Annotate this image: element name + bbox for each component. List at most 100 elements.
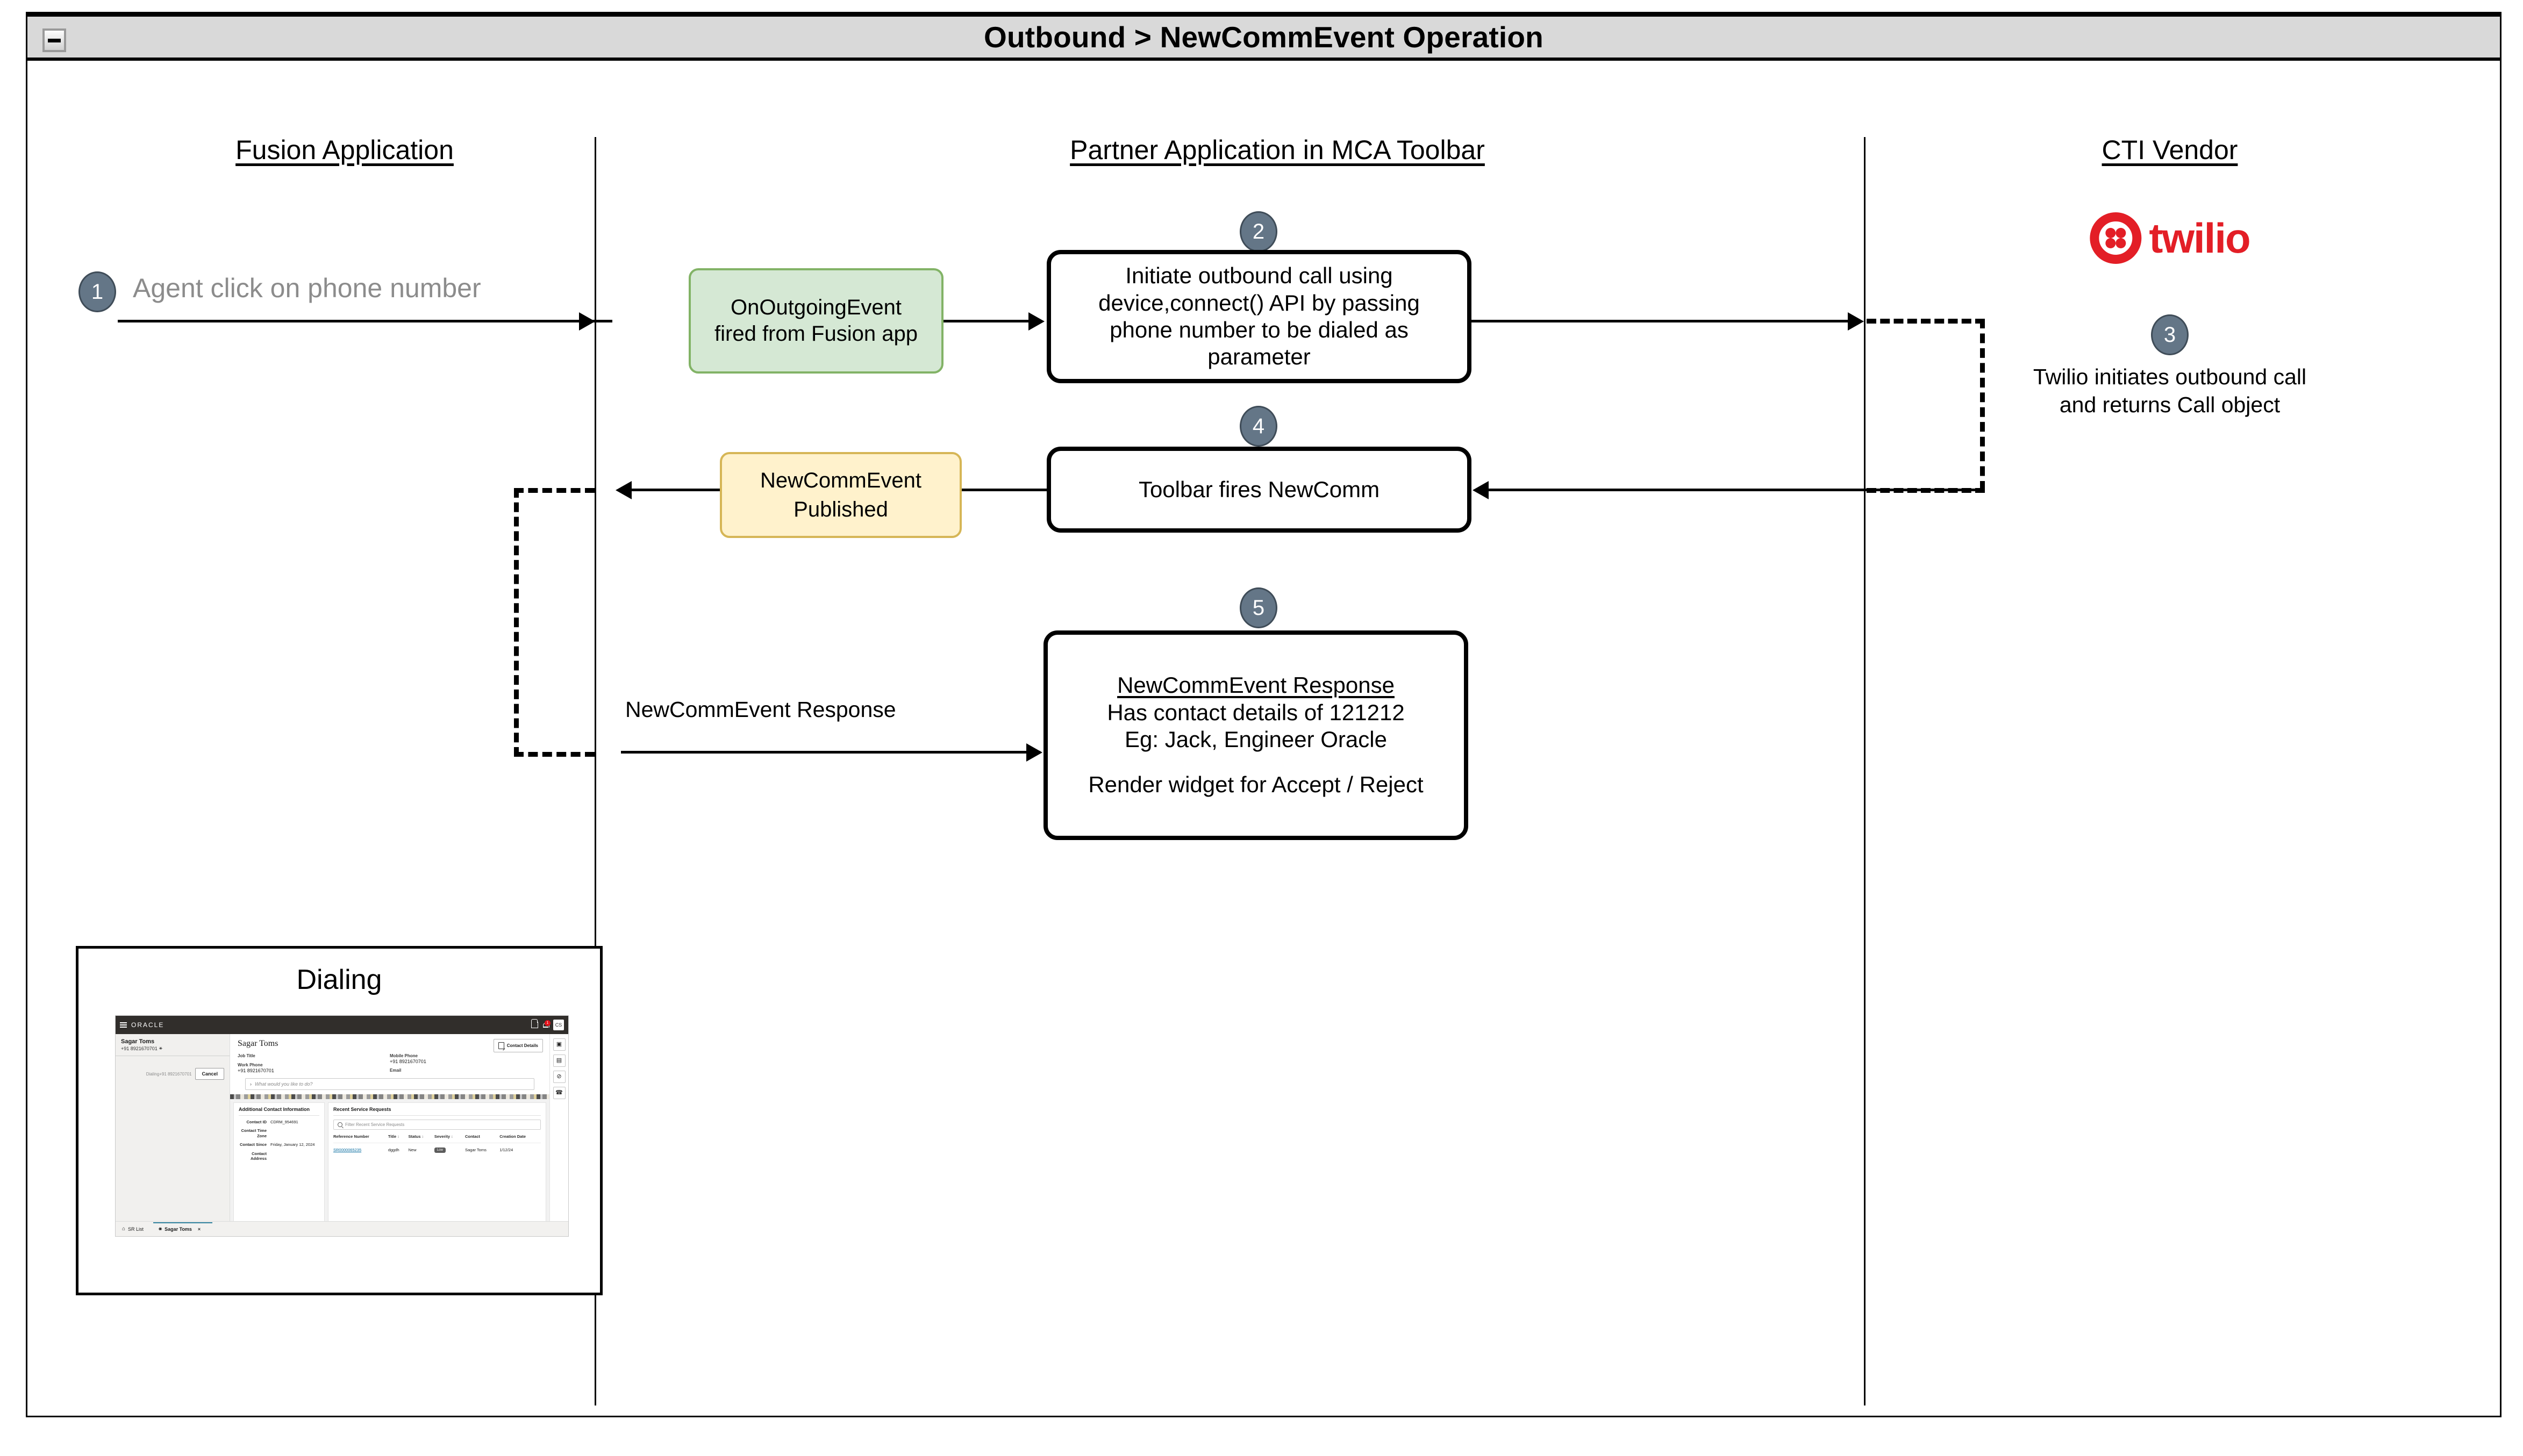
- list-icon[interactable]: ▤: [553, 1055, 566, 1067]
- detail-panels: Additional Contact Information Contact I…: [230, 1099, 549, 1221]
- table-row[interactable]: SR0000065235 dggdh New Low Sagar Toms: [333, 1143, 541, 1157]
- service-request-link[interactable]: SR0000065235: [333, 1147, 362, 1153]
- image-strip: [230, 1094, 549, 1099]
- tab-sr-list-label: SR List: [128, 1227, 144, 1232]
- hamburger-icon[interactable]: [120, 1022, 127, 1028]
- col-reference-number[interactable]: Reference Number: [333, 1134, 388, 1143]
- edge-label-newcommevent-response: NewCommEvent Response: [625, 697, 896, 722]
- col-status[interactable]: Status ↕: [409, 1134, 434, 1143]
- col-contact[interactable]: Contact: [465, 1134, 499, 1143]
- home-icon: ⌂: [122, 1226, 126, 1232]
- contact-id-row: Contact ID CDRM_954691: [239, 1120, 319, 1124]
- lifeline-fusion: [595, 137, 596, 1405]
- field-label-job-title: Job Title: [238, 1053, 255, 1058]
- table-head: Reference Number Title ↕ Status: [333, 1134, 541, 1143]
- cancel-button[interactable]: Cancel: [195, 1068, 224, 1080]
- twilio-logo: twilio: [2090, 212, 2251, 264]
- home-icon[interactable]: [531, 1022, 538, 1028]
- sort-icon[interactable]: ↕: [421, 1135, 424, 1139]
- topbar-actions: 1 CS: [531, 1020, 564, 1030]
- step1-label: Agent click on phone number: [133, 273, 481, 303]
- dialing-status-text: Dialing+91 8921670701: [146, 1071, 192, 1077]
- additional-contact-title: Additional Contact Information: [239, 1107, 310, 1112]
- diagram-frame: Outbound > NewCommEvent Operation Fusion…: [26, 12, 2501, 1417]
- toolbar-contact-phone: +91 8921670701 ⚹: [121, 1046, 224, 1052]
- lifeline-cti: [1864, 137, 1866, 1405]
- field-value-mobile-phone: +91 8921670701: [390, 1059, 426, 1064]
- toolbar-phone-value: +91 8921670701: [121, 1046, 158, 1051]
- document-icon: [498, 1042, 504, 1049]
- arrow-line-7: [621, 751, 1040, 754]
- fusion-dash-bottom: [514, 752, 595, 757]
- step3-line1: Twilio initiates outbound call: [2033, 364, 2307, 389]
- col-label-status: Status: [408, 1134, 421, 1139]
- service-requests-title: Recent Service Requests: [333, 1107, 391, 1112]
- contact-address-row: Contact Address: [239, 1151, 319, 1161]
- collapse-minus-icon[interactable]: [42, 28, 66, 52]
- ask-assistant-input[interactable]: › What would you like to do?: [245, 1078, 534, 1090]
- tab-sr-list[interactable]: ⌂ SR List: [122, 1227, 144, 1232]
- green-box-line1: OnOutgoingEvent: [731, 296, 902, 320]
- oracle-brand: ORACLE: [131, 1021, 165, 1029]
- contact-fields-left: Job Title Work Phone +91 8921670701: [238, 1053, 390, 1073]
- col-creation-date[interactable]: Creation Date: [499, 1134, 541, 1143]
- onoutgoingevent-box: OnOutgoingEvent fired from Fusion app: [689, 268, 944, 374]
- col-severity[interactable]: Severity ↕: [434, 1134, 465, 1143]
- close-icon[interactable]: ×: [197, 1227, 201, 1232]
- tab-sagar-toms-label: Sagar Toms: [165, 1227, 192, 1232]
- step3-note: Twilio initiates outbound call and retur…: [2003, 363, 2336, 419]
- arrow-line-1: [118, 320, 612, 322]
- lane-title-partner: Partner Application in MCA Toolbar: [1070, 135, 1485, 165]
- contact-since-row: Contact Since Friday, January 12, 2024: [239, 1142, 319, 1147]
- step2-line4: parameter: [1207, 344, 1311, 370]
- person-icon: ⚹: [159, 1226, 162, 1232]
- step5-line1: Has contact details of 121212: [1107, 699, 1405, 725]
- contact-since-value: Friday, January 12, 2024: [270, 1142, 315, 1147]
- dialing-screenshot-card: Dialing ORACLE 1 CS: [76, 946, 603, 1295]
- twilio-wordmark: twilio: [2149, 214, 2250, 262]
- cti-dash-side: [1980, 319, 1985, 491]
- notification-count-badge: 1: [545, 1020, 551, 1026]
- screenshot-tabbar: ⌂ SR List ⚹ Sagar Toms ×: [116, 1221, 568, 1236]
- col-title[interactable]: Title ↕: [388, 1134, 409, 1143]
- arrow-head-4: [616, 481, 632, 499]
- initiate-outbound-call-box: Initiate outbound call using device,conn…: [1047, 250, 1471, 383]
- divider: [333, 1115, 541, 1116]
- lane-title-fusion: Fusion Application: [235, 135, 454, 165]
- col-label-creation-date: Creation Date: [499, 1134, 526, 1139]
- do-not-disturb-icon[interactable]: ⊘: [553, 1071, 566, 1083]
- step5-footer: Render widget for Accept / Reject: [1088, 772, 1424, 798]
- calendar-icon[interactable]: ▣: [553, 1038, 566, 1051]
- step-badge-2: 2: [1240, 211, 1277, 252]
- bell-icon[interactable]: 1: [543, 1020, 551, 1028]
- fusion-dash-side: [514, 488, 519, 757]
- sort-icon[interactable]: ↕: [451, 1135, 453, 1139]
- col-label-reference-number: Reference Number: [333, 1134, 369, 1139]
- contact-details-button[interactable]: Contact Details: [493, 1039, 543, 1052]
- arrow-line-6: [1488, 489, 1982, 491]
- avatar[interactable]: CS: [553, 1020, 564, 1030]
- cell-contact: Sagar Toms: [464, 1143, 500, 1157]
- toolbar-contact-name: Sagar Toms: [121, 1038, 155, 1045]
- service-requests-filter-placeholder: Filter Recent Service Requests: [345, 1122, 405, 1127]
- page-title: Outbound > NewCommEvent Operation: [984, 20, 1543, 54]
- arrow-head-5: [1473, 481, 1489, 499]
- col-label-severity: Severity: [434, 1134, 451, 1139]
- contact-details-label: Contact Details: [506, 1043, 538, 1048]
- cell-status: New: [408, 1143, 434, 1157]
- contact-header: Sagar Toms Job Title Work Phone +91 8921…: [230, 1034, 549, 1090]
- tab-sagar-toms[interactable]: ⚹ Sagar Toms ×: [153, 1222, 213, 1232]
- lane-title-cti: CTI Vendor: [2102, 135, 2238, 165]
- diagram-titlebar: Outbound > NewCommEvent Operation: [27, 13, 2500, 61]
- arrow-line-4: [631, 489, 722, 491]
- arrow-head-6: [1026, 743, 1042, 762]
- yellow-box-line2: Published: [794, 498, 888, 521]
- phone-icon[interactable]: ☎: [553, 1087, 566, 1099]
- contact-fields: Job Title Work Phone +91 8921670701 Mobi…: [238, 1053, 542, 1073]
- fusion-app-screenshot: ORACLE 1 CS Sagar Toms: [115, 1015, 569, 1237]
- status-badge: Low: [434, 1147, 446, 1153]
- field-value-work-phone: +91 8921670701: [238, 1068, 274, 1073]
- sort-icon[interactable]: ↕: [397, 1135, 399, 1139]
- service-requests-filter-input[interactable]: Filter Recent Service Requests: [333, 1120, 541, 1130]
- step4-label: Toolbar fires NewComm: [1138, 476, 1380, 502]
